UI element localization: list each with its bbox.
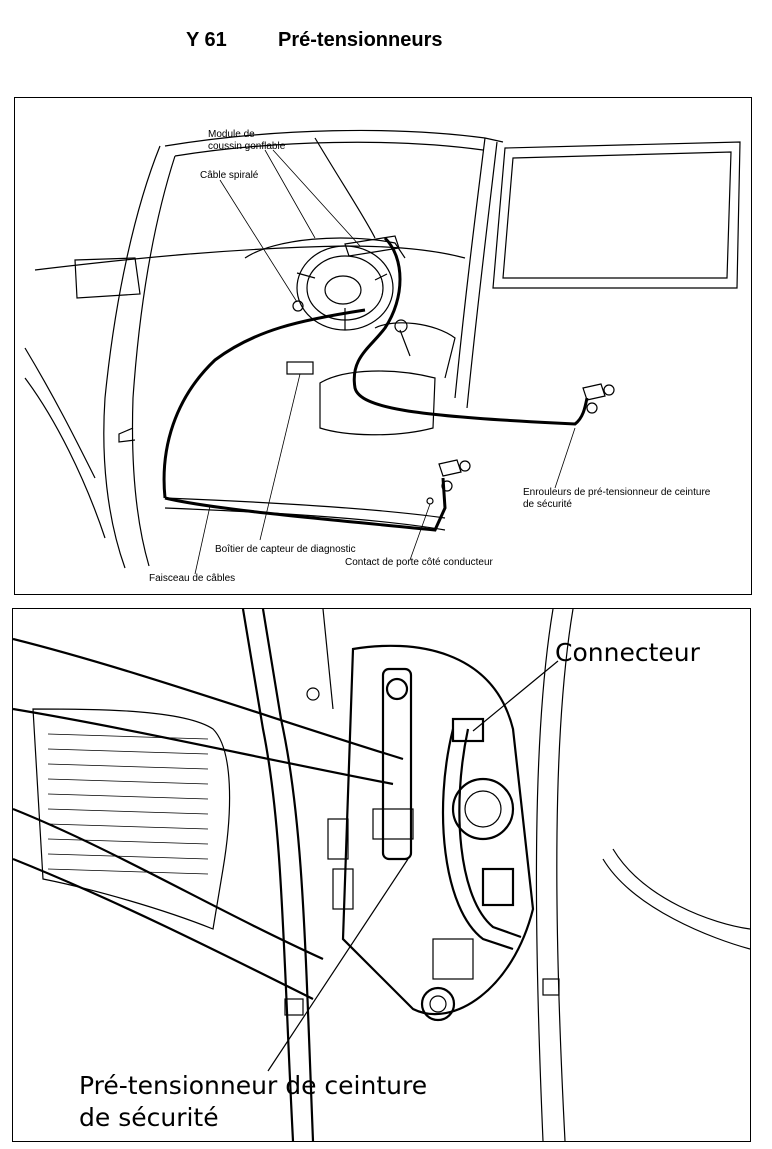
pretensioner-closeup-diagram: Connecteur Pré-tensionneur de ceinture d… [12, 608, 751, 1142]
label-door-switch: Contact de porte côté conducteur [345, 557, 493, 568]
label-diagnostic-box: Boîtier de capteur de diagnostic [215, 544, 356, 555]
label-harness: Faisceau de câbles [149, 573, 236, 584]
label-seatbelt-retractors: Enrouleurs de pré-tensionneur de ceintur… [523, 487, 711, 510]
label-connector: Connecteur [555, 638, 700, 667]
label-spiral-cable: Câble spiralé [200, 170, 259, 181]
pretensioner-drawing [13, 609, 750, 1141]
label-pretensioner: Pré-tensionneur de ceinture de sécurité [79, 1071, 428, 1132]
vehicle-interior-drawing [24, 129, 741, 575]
header-code: Y 61 [186, 29, 227, 51]
vehicle-interior-diagram: Module de coussin gonflable Câble spiral… [14, 97, 752, 595]
label-airbag-module: Module de coussin gonflable [208, 129, 286, 152]
vent-slats [47, 733, 209, 875]
page-title: Pré-tensionneurs [278, 29, 443, 51]
